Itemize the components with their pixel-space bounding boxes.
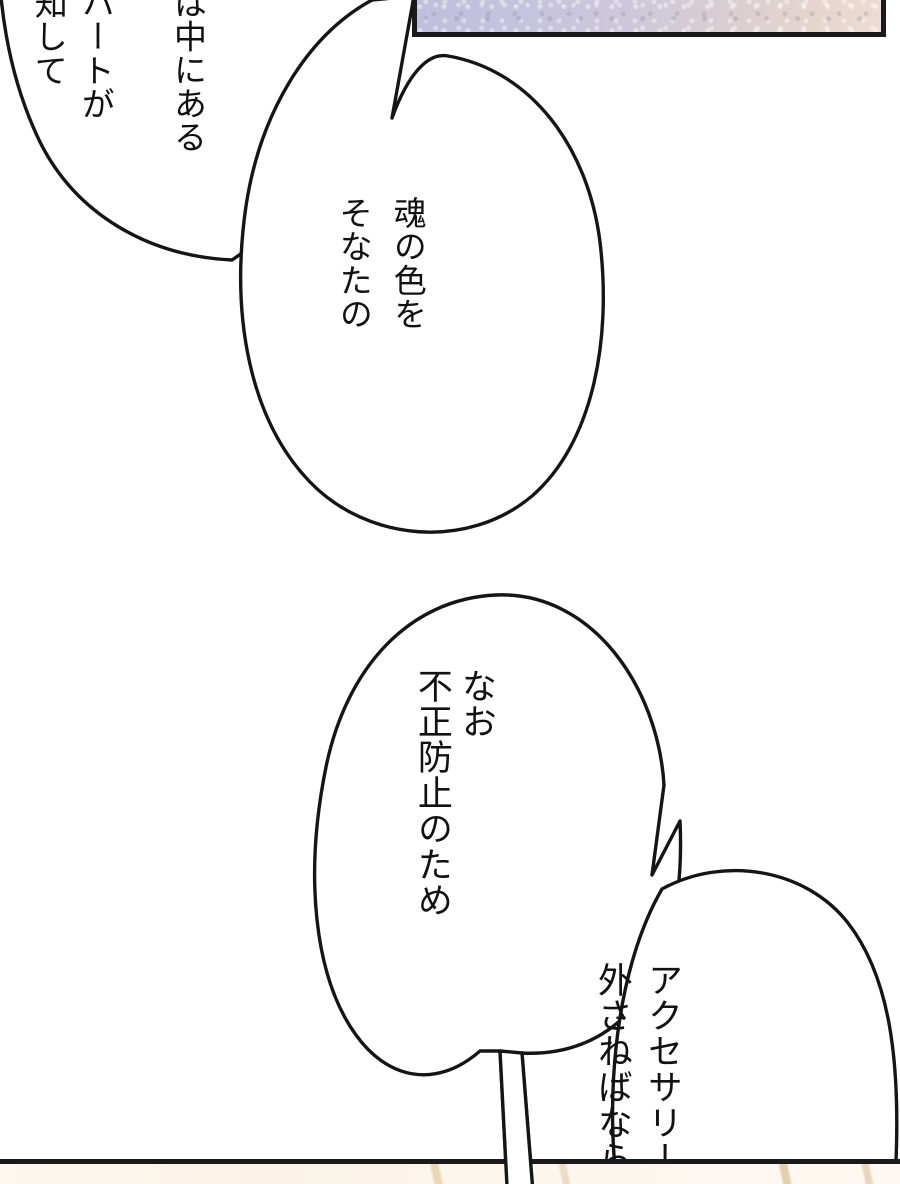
- speech-bubble-top-left-text: は中にある: [120, 0, 208, 286]
- top-scene-panel: [412, 0, 886, 37]
- bubble4-col-1: アクセサリー: [642, 962, 682, 1177]
- speech-bubble-accessory-text: アクセサリー: [638, 962, 685, 1184]
- bubble3-col-2-wrap: 不正防止のため: [408, 668, 455, 988]
- bubble4-col-2: 外さねばなら: [592, 962, 632, 1177]
- bubble1-col-1: は中にある: [168, 0, 205, 154]
- bubble1-col-2: ハートが: [76, 0, 113, 121]
- bubble2-col-1: そなたの: [334, 196, 371, 331]
- bottom-floor-panel: [0, 1159, 900, 1184]
- bubble3-col-2: 不正防止のため: [412, 668, 452, 918]
- bubble2-col-2-wrap: 魂の色を: [384, 196, 428, 466]
- bubble4-col-2-wrap: 外さねばなら: [588, 962, 635, 1184]
- bubble1-col-2-wrap: ハートが: [72, 0, 116, 286]
- speech-bubble-soul-color-text: そなたの: [330, 196, 374, 466]
- speech-bubble-soul-color-outline: [239, 0, 606, 534]
- speech-bubble-fraud-prevention-text: なお: [452, 668, 499, 968]
- bubble1-col-3-wrap: 知して: [25, 0, 69, 286]
- bubble1-col-3: 知して: [29, 0, 66, 87]
- bubble3-col-1: なお: [456, 668, 496, 740]
- speech-bubble-accessory-outline: [610, 869, 899, 1184]
- speech-bubble-fraud-prevention-tail-overlay: [498, 1049, 535, 1184]
- bubble2-col-2: 魂の色を: [388, 196, 425, 331]
